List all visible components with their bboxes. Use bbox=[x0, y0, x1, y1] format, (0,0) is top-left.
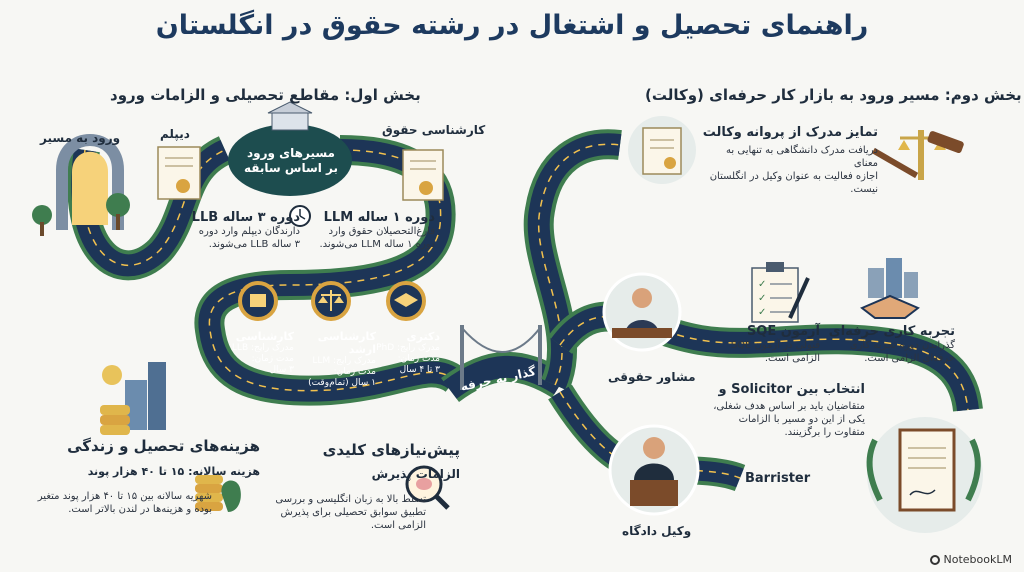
degree-line1: مدرک رایج: LLM bbox=[312, 356, 376, 366]
part1-heading: بخش اول: مقاطع تحصیلی و الزامات ورود bbox=[110, 86, 421, 104]
master-medallion-icon bbox=[311, 281, 351, 321]
prereq-text3: الزامی است. bbox=[370, 520, 426, 531]
pathways-hub bbox=[228, 101, 352, 196]
experience-text1: گذراندن دوره تجربه کاری bbox=[849, 340, 955, 351]
choice-text3: متفاوت را برگزینند. bbox=[784, 427, 865, 438]
certificate-icon bbox=[628, 116, 696, 184]
degree-line3: ۳ تا ۴ سال bbox=[399, 365, 440, 375]
clock-icon bbox=[289, 205, 311, 227]
hub-line1: مسیرهای ورود bbox=[247, 146, 335, 160]
barrister-label: Barrister bbox=[745, 471, 811, 486]
choice-block: انتخاب بین Solicitor و متقاضیان باید بر … bbox=[700, 382, 865, 439]
llm1-block: دوره ۱ ساله LLM فارغ‌التحصیلان حقوق وارد… bbox=[310, 210, 435, 251]
legal-advisor-icon bbox=[602, 272, 682, 352]
prereq-block: پیش‌نیازهای کلیدی الزامات پذیرش تسلط بال… bbox=[260, 441, 460, 532]
llm1-text2: دوره ۱ ساله LLM می‌شوند. bbox=[319, 239, 435, 250]
brand-badge: NotebookLM bbox=[929, 553, 1012, 566]
choice-text1: متقاضیان باید بر اساس هدف شغلی، bbox=[713, 401, 865, 412]
degree-line3: ۱ سال (تمام‌وقت) bbox=[308, 378, 376, 388]
prereq-text1: تسلط بالا به زبان انگلیسی و بررسی bbox=[275, 494, 426, 505]
costs-block: هزینه‌های تحصیل و زندگی هزینه سالانه: ۱۵… bbox=[30, 437, 260, 516]
svg-text:✓: ✓ bbox=[758, 307, 766, 318]
road-part2 bbox=[523, 129, 983, 492]
contract-document-icon bbox=[866, 417, 983, 533]
diploma-label: دیپلم bbox=[160, 127, 190, 141]
exam-clipboard-icon: ✓ ✓ ✓ bbox=[751, 262, 810, 323]
choice-text2: یکی از این دو مسیر با الزامات bbox=[738, 414, 865, 425]
costs-subtitle: هزینه سالانه: ۱۵ تا ۴۰ هزار پوند bbox=[87, 465, 260, 478]
experience-text2: حرفه‌ای الزامی است. bbox=[864, 353, 955, 364]
experience-block: تجربه کاری حرفه‌ای گذراندن دوره تجربه کا… bbox=[825, 324, 955, 365]
prereq-subtitle: الزامات پذیرش bbox=[371, 467, 460, 481]
advisor-label: مشاور حقوقی bbox=[608, 370, 696, 384]
experience-title: تجربه کاری حرفه‌ای bbox=[828, 324, 955, 339]
page-title: راهنمای تحصیل و اشتغال در رشته حقوق در ا… bbox=[155, 10, 869, 41]
degree-line2: مدت زمان: bbox=[397, 354, 440, 364]
degree-master: کارشناسی ارشد مدرک رایج: LLM مدت زمان: ۱… bbox=[294, 330, 376, 389]
degree-line1: مدرک رایج: PhD bbox=[376, 343, 440, 353]
prereq-title: پیش‌نیازهای کلیدی bbox=[322, 441, 460, 459]
license-text2: اجازه فعالیت به عنوان وکیل در انگلستان bbox=[709, 171, 878, 182]
llb3-text2: ۳ ساله LLB می‌شوند. bbox=[208, 239, 300, 250]
llb3-text1: دارندگان دیپلم وارد دوره bbox=[198, 226, 300, 237]
svg-text:✓: ✓ bbox=[758, 279, 766, 290]
sqe-text1: قبولی در آزمون SQE bbox=[730, 340, 820, 351]
bachelor-medallion-icon bbox=[238, 281, 278, 321]
choice-title: انتخاب بین Solicitor و bbox=[718, 382, 865, 397]
license-text1: دریافت مدرک دانشگاهی به تنهایی به معنای bbox=[726, 145, 878, 169]
gavel-scales-icon bbox=[871, 130, 964, 180]
svg-text:✓: ✓ bbox=[758, 293, 766, 304]
bachelor-label: کارشناسی حقوق bbox=[382, 123, 486, 137]
costs-title: هزینه‌های تحصیل و زندگی bbox=[67, 437, 260, 455]
diploma-scroll-icon bbox=[157, 146, 201, 200]
hub-text: مسیرهای ورود بر اساس سابقه bbox=[236, 146, 346, 176]
degree-title: کارشناسی bbox=[235, 330, 294, 343]
license-text3: نیست. bbox=[850, 184, 878, 195]
degree-title: دکتری bbox=[406, 330, 440, 343]
sqe-title: آزمون SQE bbox=[746, 324, 820, 339]
entry-label: ورود به مسیر bbox=[40, 131, 121, 145]
license-title: تمایز مدرک از پروانه وکالت bbox=[702, 125, 878, 140]
bachelor-scroll-icon bbox=[402, 149, 444, 201]
hub-line2: بر اساس سابقه bbox=[243, 161, 339, 175]
handshake-icon bbox=[860, 258, 920, 319]
brand-name: NotebookLM bbox=[943, 553, 1012, 566]
llm1-text1: فارغ‌التحصیلان حقوق وارد bbox=[328, 226, 435, 237]
degree-phd: دکتری مدرک رایج: PhD مدت زمان: ۳ تا ۴ سا… bbox=[376, 330, 440, 376]
prereq-text2: تطبیق سوابق تحصیلی برای پذیرش bbox=[280, 507, 426, 518]
phd-medallion-icon bbox=[386, 281, 426, 321]
llm1-title: دوره ۱ ساله LLM bbox=[323, 210, 435, 225]
magnifier-brain-icon bbox=[405, 465, 450, 510]
degree-line2: مدت زمان: bbox=[251, 354, 294, 364]
degree-line2: مدت زمان: bbox=[333, 367, 376, 377]
degree-line1: مدرک رایج: LLB bbox=[231, 343, 294, 353]
license-block: تمایز مدرک از پروانه وکالت دریافت مدرک د… bbox=[700, 125, 878, 196]
degree-bachelor: کارشناسی مدرک رایج: LLB مدت زمان: ۳ سال bbox=[222, 330, 294, 376]
costs-text2: بوده و هزینه‌ها در لندن بالاتر است. bbox=[68, 504, 212, 515]
court-lawyer-label: وکیل دادگاه bbox=[622, 524, 692, 538]
sqe-block: آزمون SQE قبولی در آزمون SQE الزامی است. bbox=[720, 324, 820, 365]
court-lawyer-icon bbox=[608, 424, 700, 516]
part2-heading: بخش دوم: مسیر ورود به بازار کار حرفه‌ای … bbox=[645, 86, 1022, 104]
degree-line3: ۳ سال bbox=[269, 365, 294, 375]
llb3-title: دوره ۳ ساله LLB bbox=[191, 210, 300, 225]
entry-arch-icon bbox=[32, 134, 130, 236]
costs-text1: شهریه سالانه بین ۱۵ تا ۴۰ هزار پوند متغی… bbox=[37, 491, 212, 502]
sqe-text2: الزامی است. bbox=[764, 353, 820, 364]
notebooklm-logo-icon bbox=[929, 554, 940, 565]
money-buildings-icon bbox=[100, 362, 241, 512]
llb3-block: دوره ۳ ساله LLB دارندگان دیپلم وارد دوره… bbox=[180, 210, 300, 251]
degree-title: کارشناسی ارشد bbox=[317, 330, 376, 356]
